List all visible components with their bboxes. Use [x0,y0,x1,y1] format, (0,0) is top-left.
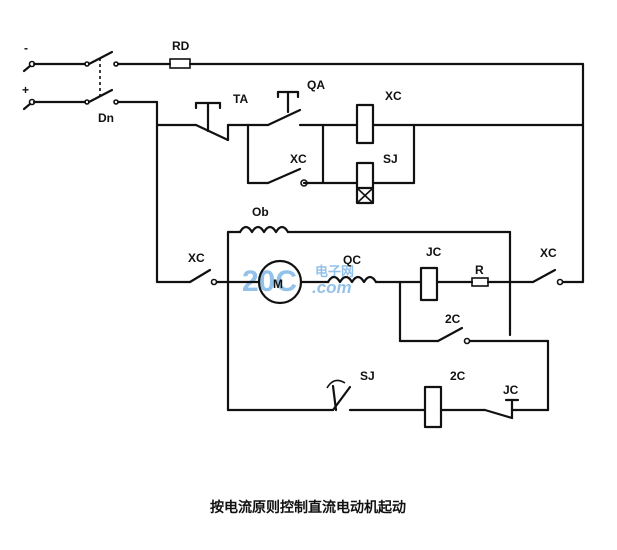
c2-coil-label: 2C [450,369,466,383]
coil-ob [238,225,290,234]
contact-sj: SJ [326,369,375,412]
diagram-caption: 按电流原则控制直流电动机起动 [210,499,406,516]
ta-label: TA [233,92,248,106]
coil-2c: 2C [423,369,466,429]
contact-xc-main-right: XC [531,246,564,286]
sj-coil-label: SJ [383,152,398,166]
qc-label: QC [343,253,361,267]
contact-2c: 2C [436,312,471,345]
xc-main-right-label: XC [540,246,557,260]
watermark-dotcom: .com [312,278,352,297]
xc-coil-label: XC [385,89,402,103]
fuse-rd: RD [169,39,191,69]
qa-label: QA [307,78,325,92]
jc-coil-label: JC [426,245,442,259]
coil-sj: SJ [355,152,398,205]
resistor-r: R [471,263,489,287]
control-circuit: TA QA XC XC [155,78,585,284]
contact-xc-hold: XC [266,152,308,187]
coil-jc: JC [419,245,442,302]
coil-qc [326,275,378,284]
power-input: - + Dn [22,41,172,125]
button-qa: QA [266,78,325,127]
jc-contact-label: JC [503,383,519,397]
plus-label: + [22,83,29,97]
watermark-cn: 电子网 [315,264,354,279]
coil-xc: XC [355,89,402,145]
minus-label: - [24,41,28,55]
contact-xc-main-left: XC [188,251,218,286]
r-label: R [475,263,484,277]
c2-contact-label: 2C [445,312,461,326]
xc-hold-label: XC [290,152,307,166]
main-circuit: XC Ob M QC JC R [155,205,585,429]
button-ta: TA [194,92,248,142]
rd-label: RD [172,39,190,53]
ob-label: Ob [252,205,269,219]
xc-main-left-label: XC [188,251,205,265]
sj-contact-label: SJ [360,369,375,383]
contact-jc: JC [483,383,520,420]
motor-label: M [273,277,283,291]
dn-label: Dn [98,111,114,125]
